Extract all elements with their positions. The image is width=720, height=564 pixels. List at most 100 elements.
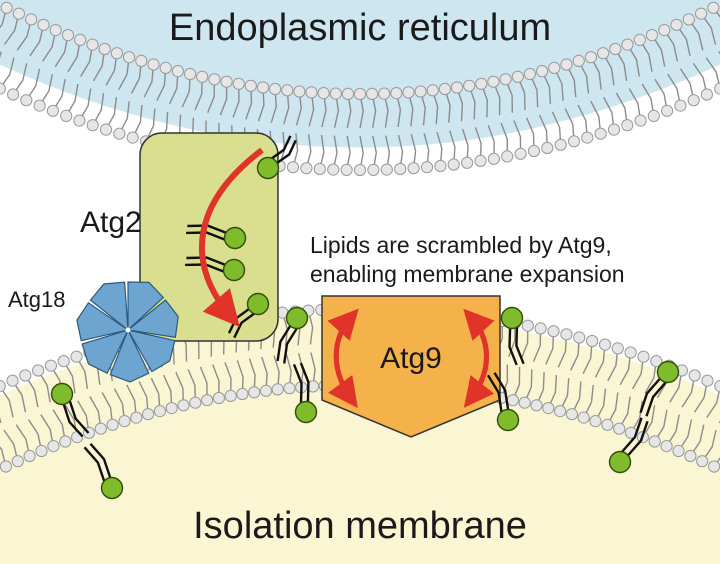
lipid-tail <box>270 135 292 160</box>
im-lipid-head <box>560 328 573 341</box>
im-lipid-head <box>534 322 547 335</box>
er-lipid-head <box>536 65 549 78</box>
im-lipid-head <box>611 342 624 355</box>
er-lipid-head <box>300 162 313 175</box>
im-lipid-head <box>660 440 673 453</box>
er-lipid-head <box>487 75 500 88</box>
er-lipid-head <box>707 1 720 14</box>
lipid-tail <box>233 312 256 339</box>
er-lipid-head <box>541 141 554 155</box>
im-lipid-head <box>547 325 560 338</box>
im-lipid-head <box>201 394 214 407</box>
er-lipid-head <box>450 81 464 94</box>
er-lipid-head <box>682 13 695 26</box>
im-lipid-head <box>44 359 58 372</box>
er-lipid-head <box>661 104 674 117</box>
er-lipid-head <box>380 163 393 176</box>
er-lipid-head <box>33 99 46 112</box>
lipid-tail <box>89 443 112 479</box>
im-lipid-head <box>57 355 70 368</box>
im-lipid-head <box>688 369 701 382</box>
lipid-head <box>496 408 520 432</box>
er-lipid-head <box>37 18 50 31</box>
er-lipid-head <box>658 24 671 37</box>
im-lipid-head <box>601 418 614 431</box>
atg18-blade <box>76 301 130 342</box>
er-lipid-head <box>390 87 403 100</box>
lipid-transfer-arrow <box>198 147 264 328</box>
er-lipid-head <box>426 84 439 97</box>
er-lipid-head <box>269 82 282 96</box>
er-lipid-head <box>501 150 514 163</box>
im-lipid-head <box>212 391 225 405</box>
er-lipid-head <box>434 159 447 173</box>
im-lipid-head <box>259 384 273 397</box>
im-lipid-head <box>613 422 626 435</box>
im-lipid-head <box>637 350 650 363</box>
im-lipid-head <box>59 435 72 448</box>
transported-lipids <box>50 135 680 500</box>
lipid-tail <box>283 327 299 364</box>
er-lipid-head <box>700 88 714 101</box>
er-lipid-head <box>581 131 594 144</box>
er-lipid-head <box>232 77 245 90</box>
atg2-label: Atg2 <box>80 206 142 239</box>
im-lipid-head <box>696 455 709 468</box>
atg18-protein <box>76 281 179 383</box>
im-lipid-head <box>177 399 190 412</box>
im-lipid-head <box>650 355 663 368</box>
er-lipid-head <box>402 86 415 99</box>
scramble-note-line2: enabling membrane expansion <box>310 261 625 287</box>
im-lipid-head <box>142 408 155 421</box>
lipid-tail <box>292 363 303 404</box>
im-lipid-head <box>506 394 520 407</box>
er-lipid-head <box>49 24 62 37</box>
er-lipid-head <box>196 70 209 83</box>
er-lipid-head <box>86 119 99 132</box>
lipid-head <box>246 292 270 316</box>
lipid-tail <box>186 231 226 242</box>
er-lipid-head <box>74 33 87 47</box>
im-lipid-head <box>542 402 555 415</box>
er-lipid-head <box>461 156 474 169</box>
im-lipid-head <box>23 449 36 463</box>
im-lipid-head <box>283 382 296 395</box>
er-lipid-head <box>208 73 221 86</box>
lipid-tail <box>515 326 525 365</box>
er-lipid-head <box>244 79 257 92</box>
im-lipid-head <box>714 380 720 393</box>
er-lipid-head <box>499 73 512 86</box>
im-lipid-head <box>530 399 543 412</box>
er-lipid-head <box>634 114 647 127</box>
er-lipid-head <box>621 38 634 51</box>
im-lipid-head <box>701 374 714 387</box>
scramble-note-line1: Lipids are scrambled by Atg9, <box>310 232 612 258</box>
er-lipid-head <box>414 85 427 98</box>
lipid-tail <box>639 377 662 414</box>
im-lipid-head <box>94 422 107 435</box>
im-lipid-head <box>0 380 6 393</box>
er-lipid-head <box>86 38 99 51</box>
lipid-head <box>100 476 124 500</box>
im-lipid-head <box>624 346 637 359</box>
lipid-head <box>294 400 318 424</box>
atg18-blade <box>109 328 150 383</box>
er-lipid-head <box>340 163 353 176</box>
er-lipid-head <box>110 47 124 60</box>
atg18-blade <box>126 329 176 373</box>
atg18-blade <box>126 299 179 338</box>
im-lipid-head <box>271 383 284 396</box>
er-lipid-head <box>293 85 306 98</box>
er-lipid-head <box>0 1 13 14</box>
er-lipid-head <box>474 154 487 167</box>
er-lipid-head <box>621 119 634 132</box>
im-lipid-head <box>35 444 48 458</box>
er-lipid-head <box>147 58 160 71</box>
er-lipid-head <box>407 162 420 175</box>
im-lipid-head <box>565 408 579 421</box>
er-lipid-head <box>281 84 294 97</box>
er-lipid-head <box>327 163 340 176</box>
er-lipid-head <box>317 87 330 100</box>
im-lipid-head <box>32 364 45 377</box>
im-lipid-head <box>0 460 12 473</box>
